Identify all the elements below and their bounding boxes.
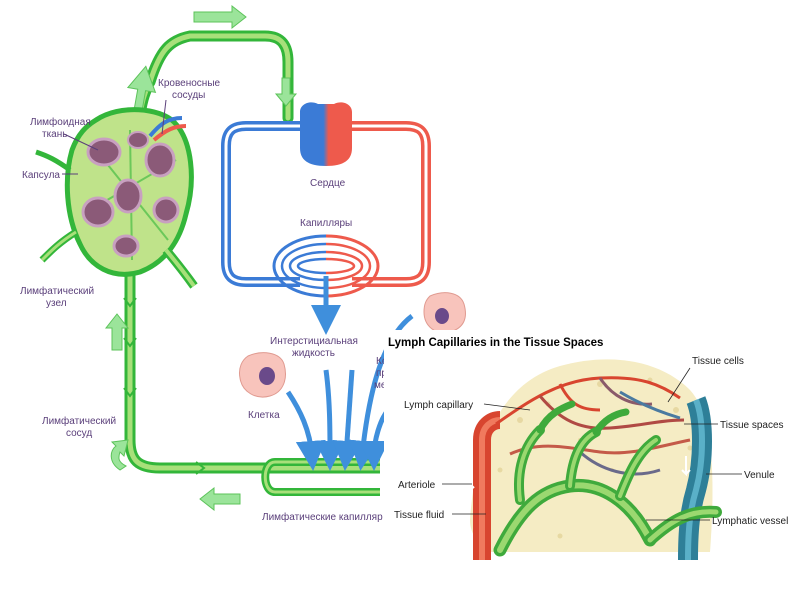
lymph-vessel-path	[144, 30, 294, 124]
label-lymph-node-1: Лимфатический	[20, 285, 94, 297]
label-heart: Сердце	[310, 178, 346, 189]
lymph-capillary-network	[493, 400, 722, 557]
blood-circulation	[221, 102, 431, 298]
label-blood-vessels-2: сосуды	[172, 90, 205, 101]
lymphoid-follicle	[152, 196, 180, 224]
inset-label-lymphatic-vessel: Lymphatic vessel	[712, 516, 788, 527]
label-lymphoid-tissue-2: ткань	[42, 129, 67, 140]
inset-label-lymph-capillary: Lymph capillary	[404, 400, 473, 411]
inset-label-arteriole: Arteriole	[398, 480, 436, 491]
label-interstitial-fluid-2: жидкость	[292, 348, 335, 359]
label-interstitial-fluid-1: Интерстициальная	[270, 336, 358, 347]
label-lymph-vessel-1: Лимфатический	[42, 415, 116, 427]
fluid-arrow	[285, 390, 326, 471]
fluid-arrow	[332, 369, 363, 471]
fluid-arrow	[348, 314, 414, 471]
label-lymph-node-2: узел	[46, 298, 67, 309]
label-capsule: Капсула	[22, 170, 60, 181]
flow-arrow-top	[193, 4, 247, 30]
lymphoid-follicle	[86, 137, 122, 167]
label-capillaries: Капилляры	[300, 218, 352, 229]
label-partial-1: Ко	[376, 356, 388, 367]
flow-arrow-vessel-up-2	[110, 439, 129, 471]
lymph-vessel-network	[123, 30, 380, 496]
inset-label-venule: Venule	[744, 470, 775, 481]
tissue-cells	[239, 292, 466, 398]
lymphoid-follicle	[81, 196, 115, 228]
label-lymphoid-tissue-1: Лимфоидная	[30, 116, 91, 128]
flow-arrow-down-heart	[274, 77, 298, 107]
inset-title: Lymph Capillaries in the Tissue Spaces	[388, 337, 603, 349]
inset-label-tissue-spaces: Tissue spaces	[720, 420, 784, 431]
label-partial-2: пр	[376, 368, 387, 379]
inset-label-tissue-cells: Tissue cells	[692, 356, 744, 367]
inset-label-tissue-fluid: Tissue fluid	[394, 510, 444, 521]
label-lymph-capillaries: Лимфатические капилляр	[262, 511, 383, 523]
heart-shape	[300, 102, 352, 166]
flow-arrow-vessel-up-1	[104, 313, 130, 351]
russian-labels: Кровеносные сосуды Лимфоидная ткань Капс…	[20, 78, 408, 523]
lymphoid-follicle	[127, 131, 149, 149]
lymphoid-follicle	[144, 142, 176, 178]
inset-panel: Lymph Capillaries in the Tissue Spaces	[384, 330, 800, 570]
fluid-arrow	[314, 369, 345, 471]
label-cell: Клетка	[248, 410, 280, 421]
lymphoid-follicle	[112, 234, 140, 258]
fluid-flow-arrows	[285, 276, 414, 471]
flow-arrow-bottom-left	[199, 486, 241, 512]
lymphoid-follicle	[113, 178, 143, 214]
lymph-flow-arrows	[104, 4, 298, 512]
lymph-node	[35, 107, 198, 289]
label-blood-vessels-1: Кровеносные	[158, 78, 221, 89]
label-lymph-vessel-2: сосуд	[66, 428, 92, 439]
